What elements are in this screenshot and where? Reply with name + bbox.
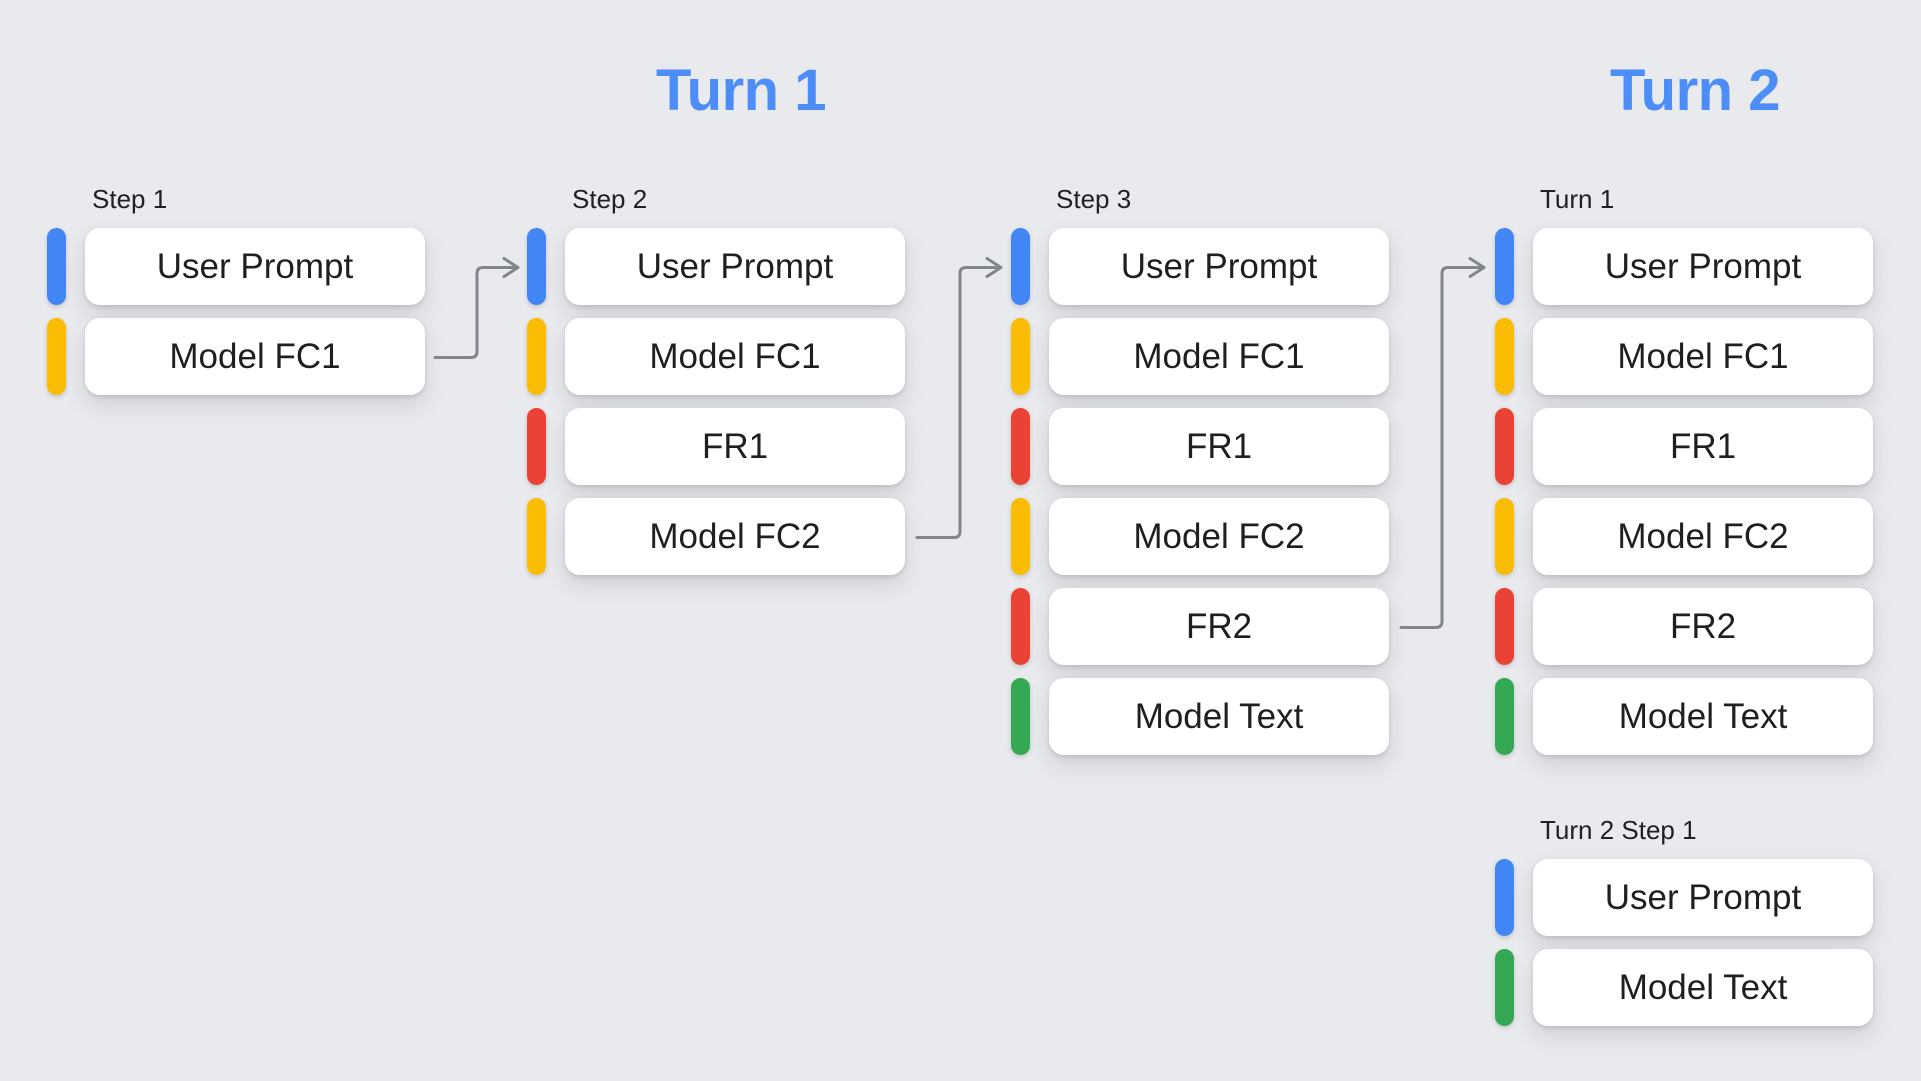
user-prompt-marker bbox=[1011, 228, 1030, 305]
column-rows: User Prompt Model Text bbox=[1495, 859, 1873, 1026]
flow-item: Model FC1 bbox=[1011, 318, 1389, 395]
flow-item: Model Text bbox=[1495, 949, 1873, 1026]
model-fc-marker bbox=[1011, 318, 1030, 395]
function-response-marker bbox=[1495, 588, 1514, 665]
flow-item: User Prompt bbox=[1495, 228, 1873, 305]
column-turn-1-history: Turn 1 User Prompt Model FC1 FR1 Model F… bbox=[1495, 186, 1873, 755]
column-turn-2-step-1: Turn 2 Step 1 User Prompt Model Text bbox=[1495, 817, 1873, 1026]
function-response-marker bbox=[1011, 588, 1030, 665]
model-fc-marker bbox=[527, 498, 546, 575]
model-fc1-box: Model FC1 bbox=[85, 318, 425, 395]
column-step-2: Step 2 User Prompt Model FC1 FR1 Model F… bbox=[527, 186, 905, 575]
flow-item: FR1 bbox=[1495, 408, 1873, 485]
model-fc-marker bbox=[527, 318, 546, 395]
user-prompt-box: User Prompt bbox=[85, 228, 425, 305]
flow-item: FR1 bbox=[1011, 408, 1389, 485]
model-text-box: Model Text bbox=[1049, 678, 1389, 755]
column-label: Step 1 bbox=[92, 184, 168, 214]
user-prompt-marker bbox=[1495, 859, 1514, 936]
model-fc1-box: Model FC1 bbox=[1533, 318, 1873, 395]
flow-item: User Prompt bbox=[527, 228, 905, 305]
column-step-3: Step 3 User Prompt Model FC1 FR1 Model F… bbox=[1011, 186, 1389, 755]
model-fc2-box: Model FC2 bbox=[1049, 498, 1389, 575]
flow-item: Model FC1 bbox=[527, 318, 905, 395]
flow-item: FR1 bbox=[527, 408, 905, 485]
flow-item: User Prompt bbox=[47, 228, 425, 305]
flow-item: Model FC2 bbox=[1011, 498, 1389, 575]
arrow-step2-to-step3 bbox=[915, 257, 1003, 539]
fr2-box: FR2 bbox=[1049, 588, 1389, 665]
flow-item: Model Text bbox=[1495, 678, 1873, 755]
user-prompt-box: User Prompt bbox=[1533, 228, 1873, 305]
function-response-marker bbox=[527, 408, 546, 485]
model-text-marker bbox=[1011, 678, 1030, 755]
column-rows: User Prompt Model FC1 FR1 Model FC2 FR2 … bbox=[1011, 228, 1389, 755]
column-label: Step 2 bbox=[572, 184, 648, 214]
model-fc2-box: Model FC2 bbox=[565, 498, 905, 575]
flow-item: Model Text bbox=[1011, 678, 1389, 755]
flow-item: Model FC2 bbox=[527, 498, 905, 575]
arrow-step3-to-turn1 bbox=[1399, 257, 1486, 629]
column-rows: User Prompt Model FC1 FR1 Model FC2 bbox=[527, 228, 905, 575]
flow-item: User Prompt bbox=[1011, 228, 1389, 305]
fr1-box: FR1 bbox=[565, 408, 905, 485]
model-text-marker bbox=[1495, 678, 1514, 755]
function-response-marker bbox=[1495, 408, 1514, 485]
model-fc1-box: Model FC1 bbox=[565, 318, 905, 395]
model-fc1-box: Model FC1 bbox=[1049, 318, 1389, 395]
flow-item: FR2 bbox=[1495, 588, 1873, 665]
fr1-box: FR1 bbox=[1049, 408, 1389, 485]
fr1-box: FR1 bbox=[1533, 408, 1873, 485]
user-prompt-marker bbox=[47, 228, 66, 305]
model-text-marker bbox=[1495, 949, 1514, 1026]
turn-2-header: Turn 2 bbox=[1610, 58, 1780, 123]
column-label: Turn 1 bbox=[1540, 184, 1615, 214]
model-fc-marker bbox=[1011, 498, 1030, 575]
model-fc2-box: Model FC2 bbox=[1533, 498, 1873, 575]
column-label: Step 3 bbox=[1056, 184, 1132, 214]
flow-item: Model FC1 bbox=[1495, 318, 1873, 395]
model-fc-marker bbox=[1495, 318, 1514, 395]
model-text-box: Model Text bbox=[1533, 949, 1873, 1026]
user-prompt-marker bbox=[527, 228, 546, 305]
model-fc-marker bbox=[1495, 498, 1514, 575]
user-prompt-marker bbox=[1495, 228, 1514, 305]
model-fc-marker bbox=[47, 318, 66, 395]
turn-1-header: Turn 1 bbox=[656, 58, 826, 123]
column-rows: User Prompt Model FC1 FR1 Model FC2 FR2 … bbox=[1495, 228, 1873, 755]
column-rows: User Prompt Model FC1 bbox=[47, 228, 425, 395]
fr2-box: FR2 bbox=[1533, 588, 1873, 665]
arrow-step1-to-step2 bbox=[433, 257, 520, 359]
function-response-marker bbox=[1011, 408, 1030, 485]
user-prompt-box: User Prompt bbox=[1533, 859, 1873, 936]
column-label: Turn 2 Step 1 bbox=[1540, 815, 1697, 845]
flow-item: Model FC2 bbox=[1495, 498, 1873, 575]
column-step-1: Step 1 User Prompt Model FC1 bbox=[47, 186, 425, 395]
user-prompt-box: User Prompt bbox=[1049, 228, 1389, 305]
flow-item: FR2 bbox=[1011, 588, 1389, 665]
user-prompt-box: User Prompt bbox=[565, 228, 905, 305]
model-text-box: Model Text bbox=[1533, 678, 1873, 755]
flow-item: User Prompt bbox=[1495, 859, 1873, 936]
flow-item: Model FC1 bbox=[47, 318, 425, 395]
